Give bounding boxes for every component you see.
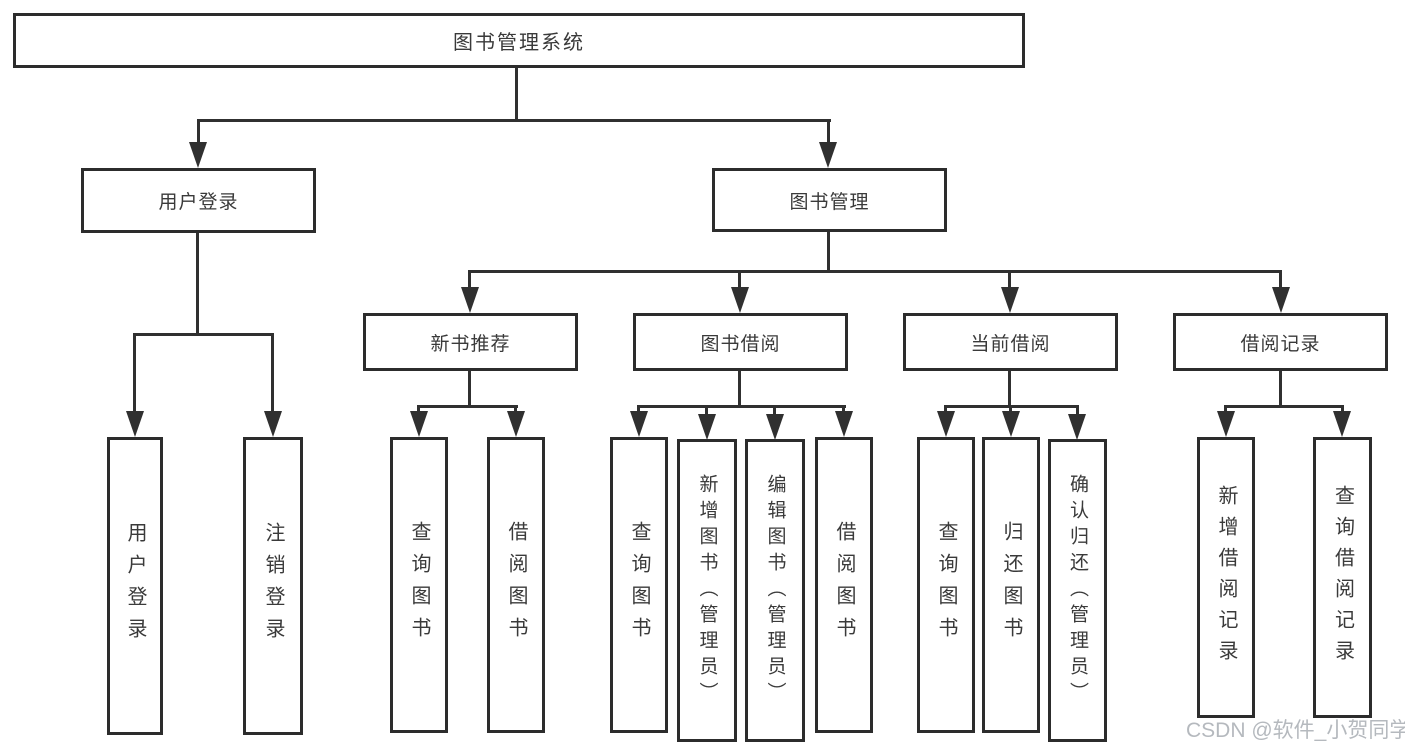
arrowhead-current: [1001, 287, 1019, 313]
node-library-system: 图书管理系统: [13, 13, 1025, 68]
leaf-query-books-recommend: 查询图书: [390, 437, 448, 733]
leaf-borrow-books-recommend: 借阅图书: [487, 437, 545, 733]
connector-bookmgmt-drop: [827, 119, 830, 145]
connector-logout-drop: [271, 333, 274, 413]
arrowhead-g5-query: [1333, 411, 1351, 437]
arrowhead-g2-borrow: [507, 411, 525, 437]
connector-g4-drop1: [944, 405, 947, 415]
connector-userlogin-stem: [196, 233, 199, 333]
arrowhead-userlogin: [189, 142, 207, 168]
connector-root-drop: [515, 68, 518, 121]
connector-g3-drop1: [637, 405, 640, 415]
connector-g4-drop3: [1076, 405, 1079, 417]
arrowhead-borrow: [731, 287, 749, 313]
connector-borrow-rail: [637, 405, 846, 408]
leaf-edit-book-admin: 编辑图书（管理员）: [745, 439, 805, 742]
node-user-login-branch: 用户登录: [81, 168, 316, 233]
connector-newbook-stem: [468, 371, 471, 405]
arrowhead-login: [126, 411, 144, 437]
arrowhead-g4-confirm: [1068, 414, 1086, 440]
arrowhead-g4-return: [1002, 411, 1020, 437]
leaf-confirm-return-admin: 确认归还（管理员）: [1048, 439, 1107, 742]
connector-borrow-drop: [738, 270, 741, 290]
connector-newbook-drop: [468, 270, 471, 290]
connector-g3-drop4: [842, 405, 845, 415]
leaf-query-books-borrow: 查询图书: [610, 437, 668, 733]
connector-userlogin-drop: [197, 119, 200, 145]
leaf-borrow-books-borrow: 借阅图书: [815, 437, 873, 733]
arrowhead-logout: [264, 411, 282, 437]
node-book-borrow: 图书借阅: [633, 313, 848, 371]
connector-records-stem: [1279, 371, 1282, 405]
connector-g2-drop2: [514, 405, 517, 415]
connector-g3-drop3: [773, 405, 776, 417]
watermark: CSDN @软件_小贺同学: [1186, 719, 1405, 742]
connector-g5-drop2: [1341, 405, 1344, 415]
arrowhead-g5-add: [1217, 411, 1235, 437]
connector-level2-rail: [197, 119, 831, 122]
node-borrow-records: 借阅记录: [1173, 313, 1388, 371]
connector-newbook-rail: [417, 405, 518, 408]
arrowhead-g3-edit: [766, 414, 784, 440]
arrowhead-records: [1272, 287, 1290, 313]
leaf-add-book-admin: 新增图书（管理员）: [677, 439, 737, 742]
leaf-logout: 注销登录: [243, 437, 303, 735]
arrowhead-newbook: [461, 287, 479, 313]
leaf-add-borrow-record: 新增借阅记录: [1197, 437, 1255, 718]
connector-bookmgmt-stem: [827, 232, 830, 270]
arrowhead-g2-query: [410, 411, 428, 437]
connector-g2-drop1: [417, 405, 420, 415]
node-new-book-recommend: 新书推荐: [363, 313, 578, 371]
node-current-borrow: 当前借阅: [903, 313, 1118, 371]
node-book-management: 图书管理: [712, 168, 947, 232]
connector-userlogin-rail: [133, 333, 274, 336]
connector-records-rail: [1224, 405, 1344, 408]
connector-current-drop: [1008, 270, 1011, 290]
arrowhead-g3-query: [630, 411, 648, 437]
connector-g3-drop2: [705, 405, 708, 417]
connector-current-stem: [1008, 371, 1011, 405]
arrowhead-bookmgmt: [819, 142, 837, 168]
leaf-query-borrow-record: 查询借阅记录: [1313, 437, 1372, 718]
connector-login-drop: [133, 333, 136, 413]
connector-records-drop: [1279, 270, 1282, 290]
connector-g4-drop2: [1009, 405, 1012, 415]
arrowhead-g4-query: [937, 411, 955, 437]
arrowhead-g3-borrow: [835, 411, 853, 437]
leaf-return-books: 归还图书: [982, 437, 1040, 733]
connector-g5-drop1: [1224, 405, 1227, 415]
leaf-query-books-current: 查询图书: [917, 437, 975, 733]
leaf-user-login: 用户登录: [107, 437, 163, 735]
connector-level3-rail: [469, 270, 1282, 273]
arrowhead-g3-add: [698, 414, 716, 440]
connector-borrow-stem: [738, 371, 741, 405]
